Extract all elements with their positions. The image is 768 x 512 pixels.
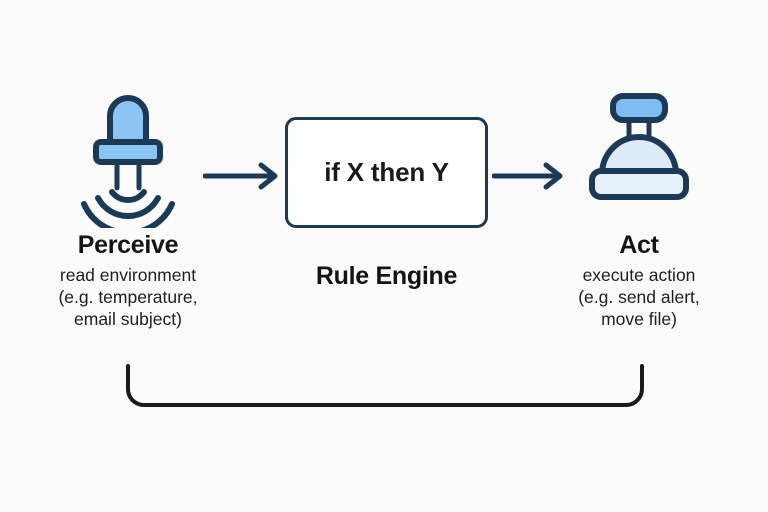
perceive-node: Perceive read environment (e.g. temperat… [8,231,248,331]
arrow-perceive-to-rule-engine [202,160,285,192]
rule-engine-label: Rule Engine [315,262,458,290]
perceive-title: Perceive [77,231,179,259]
act-sub-line-3: move file) [601,309,677,330]
act-description: execute action (e.g. send alert, move fi… [518,260,760,331]
rule-engine-box[interactable]: if X then Y [285,117,488,228]
act-node: Act execute action (e.g. send alert, mov… [518,231,760,331]
service-bell-icon [578,88,700,208]
perceive-description: read environment (e.g. temperature, emai… [8,260,248,331]
feedback-loop-bracket [118,362,652,414]
act-sub-line-2: (e.g. send alert, [578,286,700,307]
perceive-sub-line-2: (e.g. temperature, [58,286,198,307]
rule-expression-text: if X then Y [324,157,449,187]
perceive-sub-line-1: read environment [59,264,197,285]
arrow-rule-engine-to-act [491,160,570,192]
act-title: Act [619,231,659,259]
act-sub-line-1: execute action [582,264,696,285]
perceive-sub-line-3: email subject) [74,309,182,330]
led-sensor-icon [68,88,188,236]
